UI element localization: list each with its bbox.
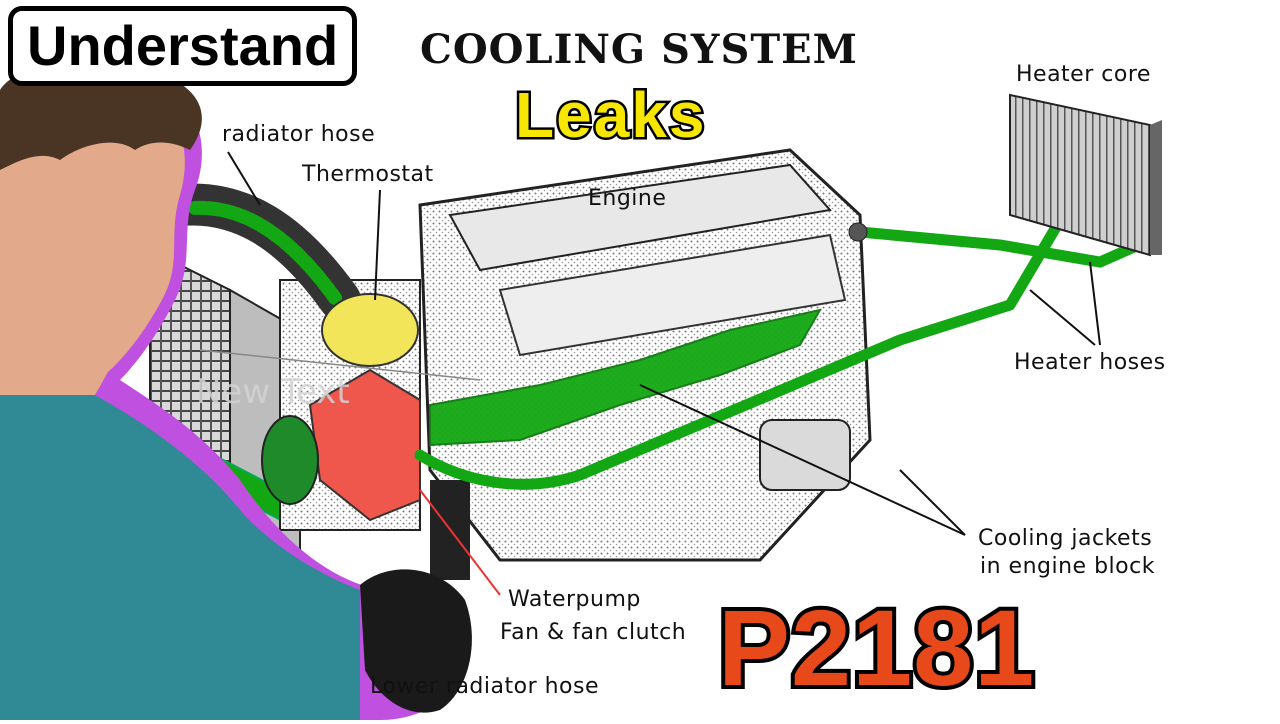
overlay-trouble-code: P2181	[714, 583, 1038, 712]
label-cooling-jackets: Cooling jackets	[978, 526, 1153, 551]
label-heater-core: Heater core	[1016, 62, 1151, 87]
cooling-jackets	[429, 308, 822, 447]
label-lower-radiator-hose: Lower radiator hose	[370, 674, 600, 699]
leader-lines	[199, 151, 1101, 596]
presenter-person	[0, 61, 472, 720]
heater-hose-supply	[854, 226, 1156, 268]
label-waterpump: Waterpump	[508, 587, 641, 612]
overlay-leaks: Leaks	[512, 77, 707, 154]
thermostat	[321, 293, 419, 367]
diagram-title: COOLING SYSTEM	[420, 26, 858, 73]
water-pump	[261, 368, 421, 522]
watermark-text: New Text	[196, 372, 350, 412]
label-fan-clutch: Fan & fan clutch	[500, 620, 687, 645]
upper-radiator-hose	[159, 183, 361, 321]
label-engine: Engine	[588, 186, 667, 211]
heater-core	[1009, 93, 1162, 257]
overlay-understand: Understand	[8, 6, 358, 86]
label-cooling-jackets-line2: in engine block	[980, 554, 1155, 579]
label-radiator-hose: radiator hose	[222, 122, 376, 147]
label-thermostat: Thermostat	[302, 162, 434, 187]
heater-hose-return	[414, 169, 1156, 490]
label-heater-hoses: Heater hoses	[1014, 350, 1166, 375]
